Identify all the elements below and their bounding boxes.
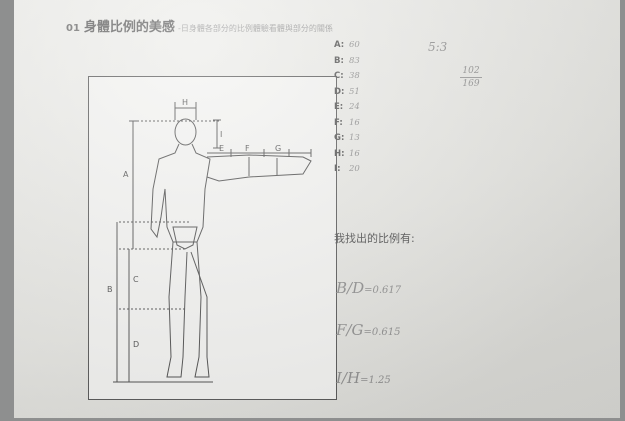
handwritten-note: 5:3 [428,40,448,54]
figure-label: F [245,144,250,153]
ratio-lhs: F/G [336,321,364,339]
figure-arm-joints [248,157,278,176]
measurement-row: B: 83 [334,56,360,72]
measurement-row: D: 51 [334,87,360,103]
ratio-line: F/G=0.615 [336,320,400,339]
measurement-key: I: [334,164,341,174]
measurement-row: E: 24 [334,102,360,118]
measurement-value: 51 [349,86,360,97]
handwritten-fraction: 102 169 [460,66,482,89]
measurement-row: H: 16 [334,149,360,165]
title-main: 身體比例的美感 [83,20,175,35]
figure-arm [206,154,312,182]
figure-left-leg [166,241,188,378]
figure-box: H I A E F G C B D [88,76,337,400]
figure-hip [172,226,198,250]
measurement-key: A: [334,40,345,50]
measurement-value: 60 [349,40,360,50]
measurement-value: 20 [349,164,360,174]
figure-label: E [219,144,224,153]
ratios-heading: 我找出的比例有: [334,232,415,245]
measurement-row: C: 38 [334,71,360,87]
fraction-bar [460,77,482,78]
ratio-lhs: I/H [336,369,361,387]
measurement-list: A:60 B:83 C:38 D:51 E:24 F:16 G:13 H:16 … [334,40,360,180]
figure-label: I [220,130,222,139]
measurement-value: 83 [349,55,360,66]
ratio-lhs: B/D [336,279,365,297]
measurement-row: G: 13 [334,133,360,149]
measurement-row: F: 16 [334,118,360,134]
measurement-key: C: [334,71,344,81]
measurement-key: G: [334,133,345,143]
figure-label: C [133,275,139,284]
measurement-key: E: [334,102,344,112]
figure-label: G [275,144,281,153]
figure-right-leg [190,241,210,378]
ratio-rhs: =1.25 [360,375,391,386]
fraction-numerator: 102 [462,66,480,76]
measurement-key: F: [334,117,343,128]
measurement-value: 16 [349,117,360,128]
measurement-value: 13 [349,133,360,143]
figure-label: H [182,98,188,107]
measurement-key: D: [334,86,345,97]
figure-label: B [107,285,113,294]
measurement-value: 24 [349,102,360,112]
title-number: 01 [66,23,80,34]
figure-label: A [123,170,129,179]
figure-head [174,118,197,146]
figure-torso [150,143,211,243]
measurement-key: H: [334,148,345,159]
ratio-rhs: =0.615 [363,327,401,338]
figure-label: D [133,340,139,349]
human-proportion-figure: H I A E F G C B D [107,98,312,383]
measurement-row: I: 20 [334,164,360,180]
ratio-line: I/H=1.25 [336,368,391,387]
title-subtitle: -日身體各部分的比例體驗看體與部分的關係 [177,24,333,33]
fraction-denominator: 169 [462,79,480,89]
measurement-value: 16 [349,148,360,159]
measurement-key: B: [334,55,344,66]
measurement-row: A: 60 [334,40,360,56]
measurement-value: 38 [349,71,360,81]
ratio-line: B/D=0.617 [336,278,401,297]
ratio-rhs: =0.617 [364,285,402,296]
